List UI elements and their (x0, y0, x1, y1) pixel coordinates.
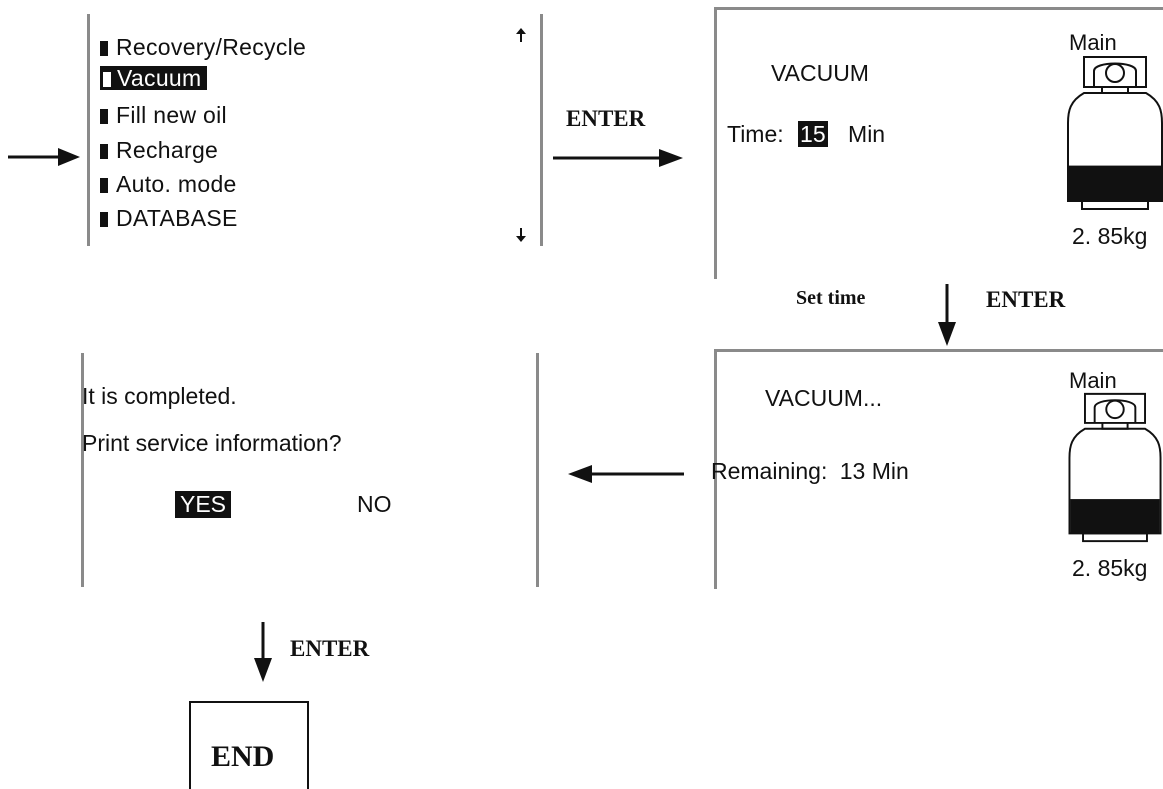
time-value-field[interactable]: 15 (798, 121, 828, 147)
set-time-label: Set time (796, 287, 866, 309)
bullet-icon (100, 144, 108, 159)
menu-item-fill-new-oil[interactable]: Fill new oil (100, 101, 227, 129)
menu-item-vacuum[interactable]: Vacuum (100, 64, 208, 92)
menu-item-recharge[interactable]: Recharge (100, 136, 218, 164)
enter-label-2: ENTER (986, 287, 1066, 312)
remaining-label: Remaining: (711, 458, 828, 484)
vacuum-title: VACUUM (771, 60, 869, 86)
no-button[interactable]: NO (357, 491, 392, 517)
time-unit: Min (848, 121, 886, 147)
remaining-row: Remaining: 13 Min (711, 458, 909, 485)
left-arrow-icon (568, 465, 684, 483)
completed-message: It is completed. (82, 383, 237, 409)
vacuum-running-screen: VACUUM... Remaining: 13 Min Main 2. 85kg (711, 349, 1163, 589)
time-row: Time: 15 Min (727, 121, 885, 148)
yes-button[interactable]: YES (175, 491, 232, 518)
tank-weight: 2. 85kg (1072, 555, 1148, 581)
tank-weight: 2. 85kg (1072, 223, 1148, 249)
enter-label-1: ENTER (566, 106, 646, 131)
down-arrow-icon (938, 284, 956, 346)
menu-item-recovery-recycle[interactable]: Recovery/Recycle (100, 33, 306, 61)
main-menu-screen: Recovery/Recycle Vacuum Fill new oil Rec… (87, 14, 543, 246)
end-box: END (189, 701, 309, 789)
entry-arrow-icon (8, 148, 80, 166)
refrigerant-tank-icon (1067, 56, 1163, 210)
scroll-up-icon[interactable] (516, 28, 526, 42)
remaining-value: 13 Min (839, 458, 909, 484)
bullet-icon (100, 212, 108, 227)
time-label: Time: (727, 121, 784, 147)
bullet-icon (100, 41, 108, 56)
menu-item-database[interactable]: DATABASE (100, 204, 238, 232)
bullet-icon (100, 178, 108, 193)
end-label: END (211, 740, 275, 773)
tank-label: Main (1069, 368, 1117, 393)
tank-label: Main (1069, 30, 1117, 55)
menu-item-auto-mode[interactable]: Auto. mode (100, 170, 237, 198)
vacuum-setup-screen: VACUUM Time: 15 Min Main 2. 85kg (714, 7, 1163, 279)
right-arrow-icon (553, 149, 683, 167)
bullet-icon (103, 72, 111, 87)
down-arrow-icon (254, 622, 272, 682)
enter-label-3: ENTER (290, 636, 370, 661)
bullet-icon (100, 109, 108, 124)
completed-screen: It is completed. Print service informati… (81, 353, 539, 587)
print-question: Print service information? (82, 430, 342, 456)
vacuum-running-title: VACUUM... (765, 385, 883, 411)
scroll-down-icon[interactable] (516, 228, 526, 242)
refrigerant-tank-icon (1068, 392, 1162, 543)
